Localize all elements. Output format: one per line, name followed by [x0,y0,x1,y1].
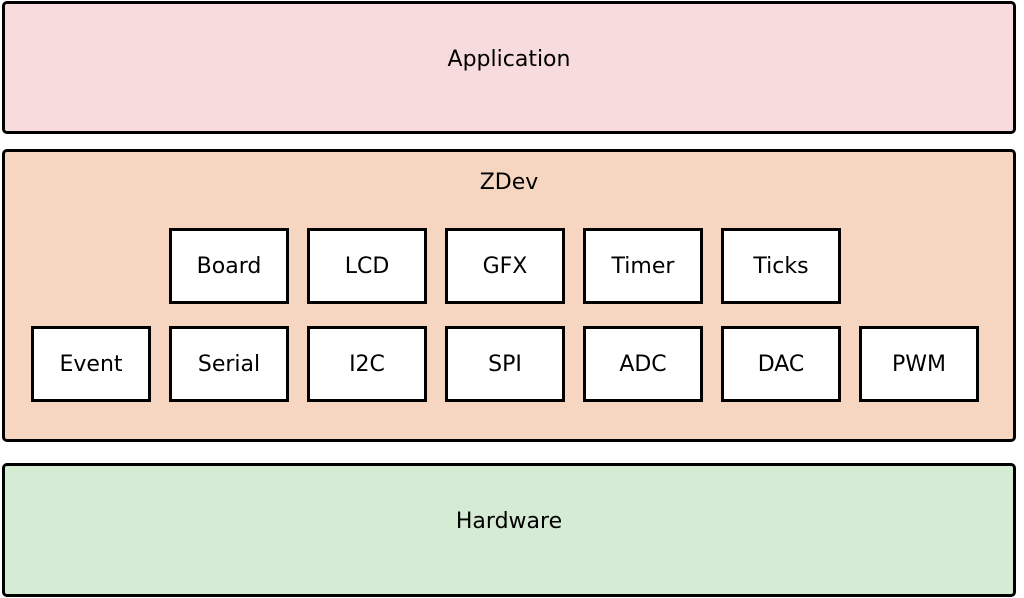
module-timer: Timer [583,228,703,304]
zdev-label: ZDev [479,170,539,195]
application-layer: Application [2,1,1016,134]
module-serial: Serial [169,326,289,402]
module-adc: ADC [583,326,703,402]
module-gfx: GFX [445,228,565,304]
hardware-label: Hardware [455,509,563,534]
module-pwm: PWM [859,326,979,402]
module-lcd: LCD [307,228,427,304]
module-dac: DAC [721,326,841,402]
module-i2c: I2C [307,326,427,402]
hardware-layer: Hardware [2,463,1016,597]
module-board: Board [169,228,289,304]
module-ticks: Ticks [721,228,841,304]
module-event: Event [31,326,151,402]
application-label: Application [447,47,571,72]
module-spi: SPI [445,326,565,402]
zdev-layer: ZDev Board LCD GFX Timer Ticks Event Ser… [2,149,1016,442]
